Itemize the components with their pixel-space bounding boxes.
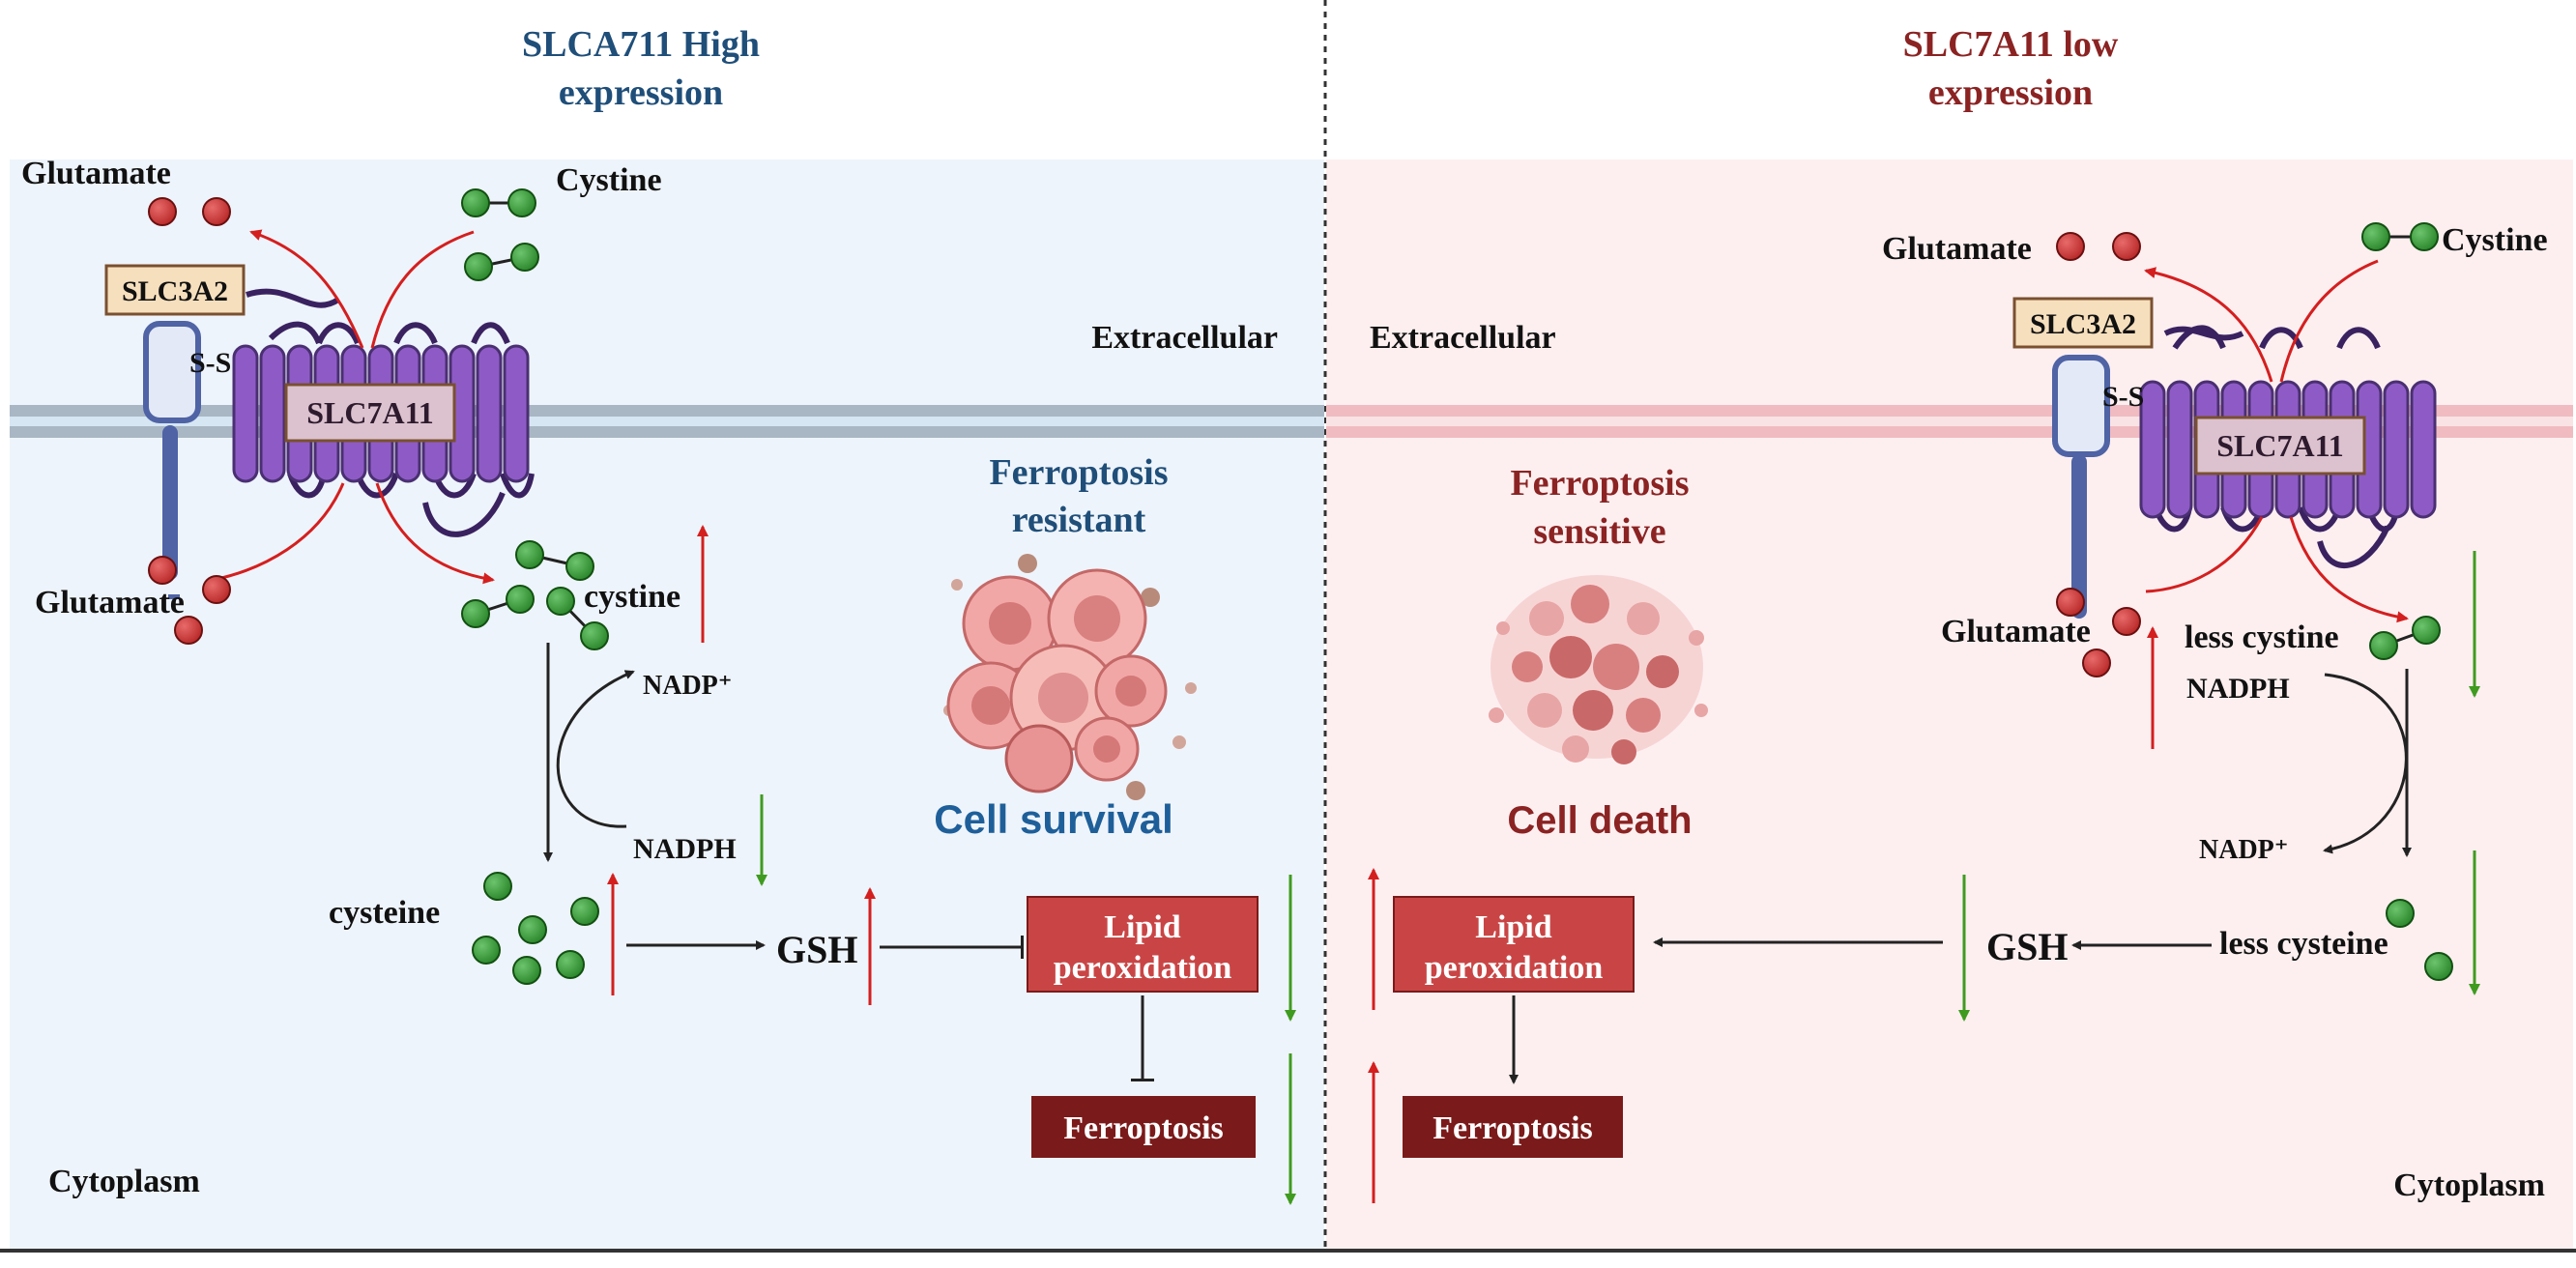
right-lipid-box: Lipid peroxidation <box>1393 896 1635 993</box>
glutamate-molecule <box>148 197 177 226</box>
glutamate-molecule <box>2056 588 2085 617</box>
right-nadph-label: NADPH <box>2186 673 2290 705</box>
cysteine-molecule <box>570 897 599 926</box>
left-cysteine-label: cysteine <box>329 895 440 931</box>
left-lipid-line1: Lipid <box>1104 909 1180 945</box>
dying-cells-illustration <box>1489 575 1708 764</box>
glutamate-molecule <box>202 575 231 604</box>
left-ss-label: S-S <box>189 347 231 379</box>
cysteine-molecule <box>2424 952 2453 981</box>
cysteine-molecule <box>556 950 585 979</box>
left-ferroptosis-label: Ferroptosis <box>1063 1110 1224 1146</box>
glutamate-molecule <box>148 556 177 585</box>
right-lipid-line2: peroxidation <box>1425 950 1604 986</box>
glutamate-molecule <box>174 616 203 645</box>
left-extracellular-label: Extracellular <box>1091 320 1278 356</box>
right-state-line2: sensitive <box>1533 511 1665 552</box>
left-gsh-label: GSH <box>776 928 857 971</box>
left-cytoplasm-label: Cytoplasm <box>48 1164 200 1199</box>
left-transporter: SLC7A11 <box>232 288 535 537</box>
glutamate-curve <box>212 482 345 582</box>
right-glutamate-out-label: Glutamate <box>1882 231 2032 267</box>
left-nadp-label: NADP⁺ <box>643 671 733 701</box>
left-glutamate-in-label: Glutamate <box>35 585 185 620</box>
cystine-molecule <box>461 585 535 628</box>
right-nadp-label: NADP⁺ <box>2199 835 2289 865</box>
right-ferroptosis-label: Ferroptosis <box>1433 1110 1593 1146</box>
nadph-cycle-arrow <box>556 670 635 828</box>
right-glutamate-in-label: Glutamate <box>1941 614 2091 649</box>
glutamate-molecule <box>2056 232 2085 261</box>
left-ferroptosis-box: Ferroptosis <box>1031 1096 1256 1158</box>
cystine-molecule <box>546 587 609 650</box>
right-ferroptosis-box: Ferroptosis <box>1403 1096 1623 1158</box>
glutamate-export-arrow <box>2144 267 2273 383</box>
left-title-line2: expression <box>559 72 723 113</box>
right-slc7a11-label: SLC7A11 <box>2216 428 2344 463</box>
right-gsh-label: GSH <box>1986 925 2068 968</box>
cystine-import-curve <box>2279 259 2379 383</box>
left-outcome-label: Cell survival <box>934 796 1172 842</box>
left-slc7a11-label: SLC7A11 <box>306 395 434 430</box>
right-extracellular-label: Extracellular <box>1370 320 1556 356</box>
right-slc3a2: SLC3A2 S-S <box>2012 297 2154 619</box>
cystine-molecule <box>464 243 539 281</box>
glutamate-molecule <box>202 197 231 226</box>
left-membrane <box>10 405 1324 438</box>
glutamate-export-arrow <box>249 229 364 349</box>
cystine-import-curve <box>370 230 475 349</box>
right-title-line1: SLC7A11 low <box>1903 24 2119 65</box>
left-nadph-label: NADPH <box>633 833 737 865</box>
cysteine-molecule <box>472 936 501 965</box>
right-slc3a2-label: SLC3A2 <box>2030 308 2136 340</box>
right-cysteine-label: less cysteine <box>2219 926 2388 962</box>
cystine-molecule <box>461 188 536 217</box>
glutamate-curve <box>2145 516 2264 593</box>
surviving-cells-illustration <box>943 554 1197 800</box>
right-title-line2: expression <box>1928 72 2093 113</box>
right-outcome-label: Cell death <box>1507 799 1692 842</box>
glutamate-molecule <box>2112 232 2141 261</box>
cysteine-molecule <box>512 956 541 985</box>
right-cystine-out-label: Cystine <box>2442 222 2548 258</box>
nadph-cycle-arrow <box>2323 673 2408 854</box>
left-slc3a2: SLC3A2 S-S <box>104 264 246 599</box>
right-cytoplasm-label: Cytoplasm <box>2393 1167 2545 1203</box>
right-state-line1: Ferroptosis <box>1510 463 1689 504</box>
cysteine-molecule <box>483 872 512 901</box>
left-lipid-line2: peroxidation <box>1054 950 1232 986</box>
cysteine-molecule <box>518 915 547 944</box>
cystine-molecule <box>2369 616 2441 660</box>
cysteine-molecule <box>2386 899 2415 928</box>
left-title-line1: SLCA711 High <box>522 24 760 65</box>
right-transporter: SLC7A11 <box>2139 325 2437 569</box>
cystine-import-arrow <box>2289 516 2409 623</box>
left-slc3a2-label: SLC3A2 <box>122 275 228 307</box>
cystine-molecule <box>515 540 594 581</box>
cystine-molecule <box>2361 222 2439 251</box>
left-cystine-out-label: Cystine <box>556 162 662 198</box>
glutamate-molecule <box>2082 648 2111 677</box>
glutamate-molecule <box>2112 607 2141 636</box>
left-lipid-box: Lipid peroxidation <box>1027 896 1259 993</box>
left-glutamate-out-label: Glutamate <box>21 156 171 191</box>
right-cystine-in-label: less cystine <box>2185 620 2339 655</box>
right-lipid-line1: Lipid <box>1475 909 1551 945</box>
left-state-line1: Ferroptosis <box>989 452 1168 493</box>
right-ss-label: S-S <box>2102 381 2144 413</box>
left-cystine-in-label: cystine <box>584 579 680 615</box>
cystine-import-arrow <box>375 482 495 585</box>
left-state-line2: resistant <box>1012 500 1146 540</box>
